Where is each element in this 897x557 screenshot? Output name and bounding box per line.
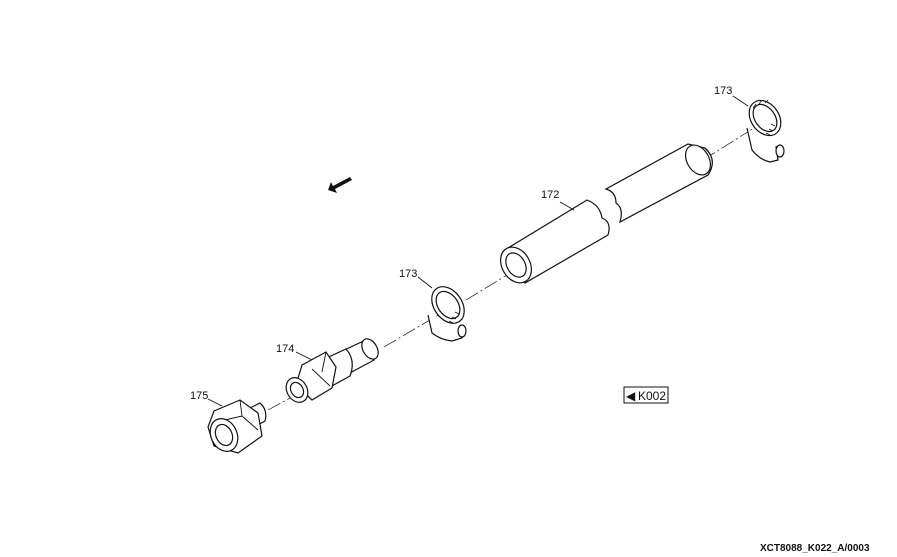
- label-connector: 174: [276, 343, 294, 355]
- hose-clamp-left: [427, 286, 467, 342]
- label-nut: 175: [190, 390, 208, 402]
- label-hose: 172: [541, 189, 559, 201]
- leader-lines: [207, 95, 749, 407]
- reference-marker-icon: ◀: [626, 389, 636, 403]
- label-clamp-right: 173: [714, 85, 732, 97]
- reference-tag: ◀ K002: [623, 386, 669, 404]
- hose-clamp-right: [746, 99, 785, 163]
- label-clamp-left: 173: [399, 268, 417, 280]
- reference-tag-text: K002: [638, 389, 666, 403]
- connector-fitting: [285, 338, 379, 403]
- direction-arrow-icon: [328, 177, 352, 193]
- drawing-id: XCT8088_K022_A/0003: [760, 543, 870, 554]
- hose: [499, 143, 713, 284]
- hex-nut-fitting: [207, 399, 267, 454]
